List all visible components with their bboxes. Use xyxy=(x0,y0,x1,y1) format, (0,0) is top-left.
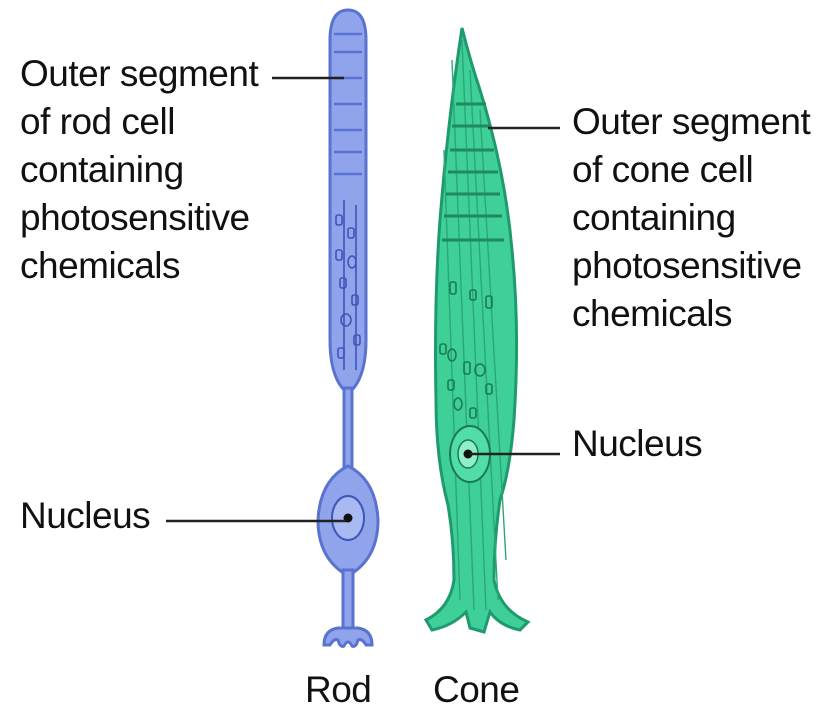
rod-cell xyxy=(318,10,378,646)
rod-outer-segment xyxy=(330,10,366,390)
cone-body xyxy=(426,28,528,632)
rod-outer-label-line-5: chemicals xyxy=(20,242,258,290)
rod-caption: Rod xyxy=(305,666,371,714)
rod-outer-label-line-1: Outer segment xyxy=(20,50,258,98)
rod-nucleus-label: Nucleus xyxy=(20,492,150,540)
rod-outer-label-line-2: of rod cell xyxy=(20,98,258,146)
rod-outer-label-line-4: photosensitive xyxy=(20,194,258,242)
cone-outer-label-line-5: chemicals xyxy=(572,290,810,338)
rod-outer-label-line-3: containing xyxy=(20,146,258,194)
cone-outer-label-line-3: containing xyxy=(572,194,810,242)
rod-axon xyxy=(343,570,353,630)
cone-caption: Cone xyxy=(433,666,519,714)
cone-outer-segment-label: Outer segment of cone cell containing ph… xyxy=(572,98,810,338)
cone-outer-label-line-2: of cone cell xyxy=(572,146,810,194)
rod-outer-segment-label: Outer segment of rod cell containing pho… xyxy=(20,50,258,290)
rod-synaptic-terminal xyxy=(324,628,372,646)
cone-outer-label-line-1: Outer segment xyxy=(572,98,810,146)
rod-stalk xyxy=(344,388,352,470)
cone-nucleus-label: Nucleus xyxy=(572,420,702,468)
cone-outer-label-line-4: photosensitive xyxy=(572,242,810,290)
cone-cell xyxy=(426,28,528,632)
